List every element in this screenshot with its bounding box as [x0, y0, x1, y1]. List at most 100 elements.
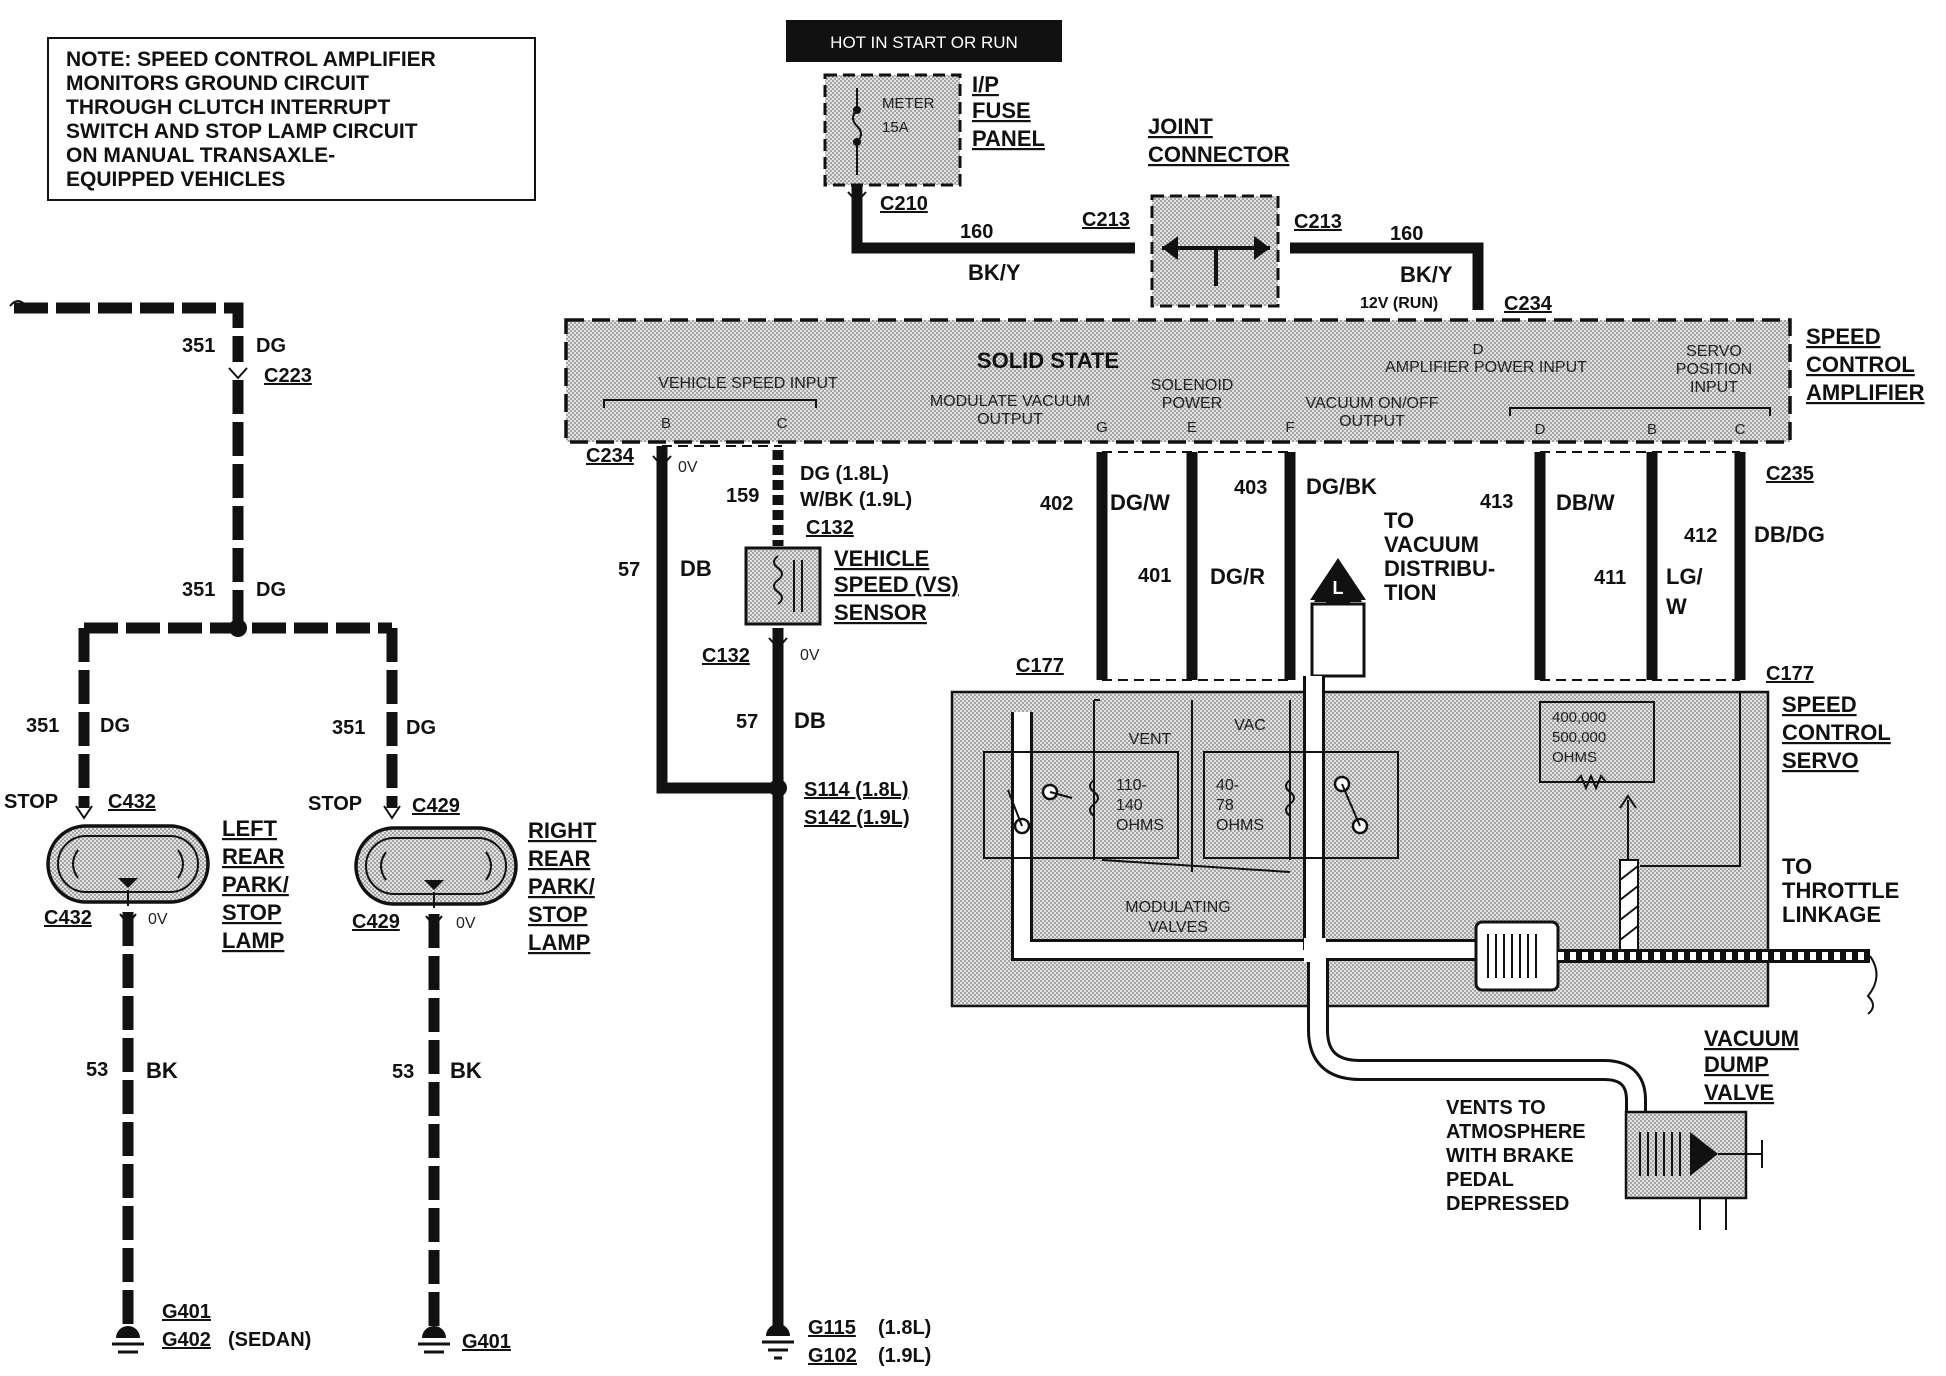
ov-right: 0V [456, 915, 476, 932]
c132b-label: C132 [702, 645, 750, 667]
wire-160-b [1290, 242, 1484, 310]
servo-vent: VENT [1129, 731, 1172, 748]
w159-c1: DG (1.8L) [800, 463, 889, 485]
note-box: NOTE: SPEED CONTROL AMPLIFIER MONITORS G… [47, 37, 536, 201]
note-line-2: MONITORS GROUND CIRCUIT [66, 72, 369, 95]
wire-160-a [851, 185, 1135, 254]
mod-valves-1: MODULATING [1125, 899, 1230, 916]
ground-g115 [762, 1324, 794, 1360]
g115-label: G115 [808, 1317, 856, 1339]
w413-color: DB/W [1556, 490, 1615, 515]
w403-num: 403 [1234, 477, 1267, 499]
vacuum-distribution-arrow: L [1310, 558, 1366, 678]
servo-wires [1096, 451, 1746, 681]
pin-d2: D [1535, 421, 1546, 438]
c432a-label: C432 [108, 791, 156, 813]
splice-s114 [769, 779, 787, 797]
w411-num: 411 [1594, 567, 1626, 589]
w351c-num: 351 [26, 715, 59, 737]
w412-num: 412 [1684, 525, 1717, 547]
amp-sp-1: SOLENOID [1151, 377, 1234, 394]
c213a-label: C213 [1082, 209, 1130, 231]
joint-connector: JOINT CONNECTOR [1148, 114, 1289, 308]
note-line-3: THROUGH CLUTCH INTERRUPT [66, 96, 390, 119]
w160a-color: BK/Y [968, 260, 1021, 285]
vac-ohms-1: 40- [1216, 777, 1239, 794]
w57a-color: DB [680, 556, 712, 581]
vs-sensor: VEHICLE SPEED (VS) SENSOR [744, 546, 959, 626]
amp-mvo-2: OUTPUT [977, 411, 1043, 428]
c213b-label: C213 [1294, 211, 1342, 233]
c210-label: C210 [880, 193, 928, 215]
note-line-4: SWITCH AND STOP LAMP CIRCUIT [66, 120, 418, 143]
w159-c2: W/BK (1.9L) [800, 489, 912, 511]
c432b-label: C432 [44, 907, 92, 929]
servo-vac: VAC [1234, 717, 1266, 734]
w351c-color: DG [100, 715, 130, 737]
dump-valve-2: DUMP [1704, 1052, 1769, 1077]
g115-eng: (1.8L) [878, 1317, 931, 1339]
svg-text:L: L [1333, 578, 1344, 598]
amp-vonoff-1: VACUUM ON/OFF [1305, 395, 1438, 412]
fuse-panel-label-3: PANEL [972, 126, 1045, 151]
fuse-name: METER [882, 95, 935, 112]
resistor-icon [1575, 773, 1607, 791]
vac-ohms-2: 78 [1216, 797, 1234, 814]
s114-label: S114 (1.8L) [804, 779, 909, 801]
pin-g: G [1096, 419, 1108, 436]
w53a-color: BK [146, 1058, 178, 1083]
w402-num: 402 [1040, 493, 1073, 515]
servo-label-1: SPEED [1782, 692, 1857, 717]
w160b-color: BK/Y [1400, 262, 1453, 287]
mod-valves-2: VALVES [1148, 919, 1208, 936]
c235-label: C235 [1766, 463, 1814, 485]
w351a-num: 351 [182, 335, 215, 357]
w160a-num: 160 [960, 221, 993, 243]
throttle-1: TO [1782, 854, 1812, 879]
sedan-label: (SEDAN) [228, 1329, 311, 1351]
ov-left: 0V [148, 911, 168, 928]
g402-label: G402 [162, 1329, 211, 1351]
servo-label-2: CONTROL [1782, 720, 1891, 745]
w53b-color: BK [450, 1058, 482, 1083]
left-lamp-2: REAR [222, 844, 284, 869]
fuse-rating: 15A [882, 119, 909, 136]
c429a-label: C429 [412, 795, 460, 817]
throttle-3: LINKAGE [1782, 902, 1881, 927]
c234a-label: C234 [586, 445, 635, 467]
pot-ohms-1: 400,000 [1552, 709, 1606, 726]
amp-label-1: SPEED [1806, 324, 1881, 349]
vacuum-dump-valve [1624, 1110, 1763, 1230]
joint-label-1: JOINT [1148, 114, 1213, 139]
amp-vonoff-2: OUTPUT [1339, 413, 1405, 430]
left-lamp-1: LEFT [222, 816, 278, 841]
stop-lamp-circuit [9, 300, 398, 808]
dump-valve-1: VACUUM [1704, 1026, 1799, 1051]
w351a-color: DG [256, 335, 286, 357]
pin-d1: D [1473, 341, 1484, 358]
vents-1: VENTS TO [1446, 1097, 1546, 1119]
pin-c1: C [777, 415, 788, 432]
pot-ohms-2: 500,000 [1552, 729, 1606, 746]
w351d-color: DG [406, 717, 436, 739]
c223-label: C223 [264, 365, 312, 387]
ground-g401-left [112, 1326, 144, 1354]
vents-4: PEDAL [1446, 1169, 1514, 1191]
w57a-num: 57 [618, 559, 640, 581]
right-lamp-2: REAR [528, 846, 590, 871]
pin-e: E [1187, 419, 1197, 436]
coil-icon [773, 555, 783, 605]
vs-label-1: VEHICLE [834, 546, 929, 571]
wire-57-a [656, 446, 778, 794]
left-lamp-3: PARK/ [222, 872, 289, 897]
joint-label-2: CONNECTOR [1148, 142, 1289, 167]
fuse-panel: METER 15A I/P FUSE PANEL [823, 72, 1045, 187]
fuse-icon [852, 109, 862, 143]
vs-label-3: SENSOR [834, 600, 927, 625]
ov-b: 0V [678, 459, 698, 476]
amp-spi-2: POSITION [1676, 361, 1752, 378]
right-lamp-4: STOP [528, 902, 588, 927]
g102-label: G102 [808, 1345, 857, 1367]
ground-g401-right [418, 1326, 450, 1354]
